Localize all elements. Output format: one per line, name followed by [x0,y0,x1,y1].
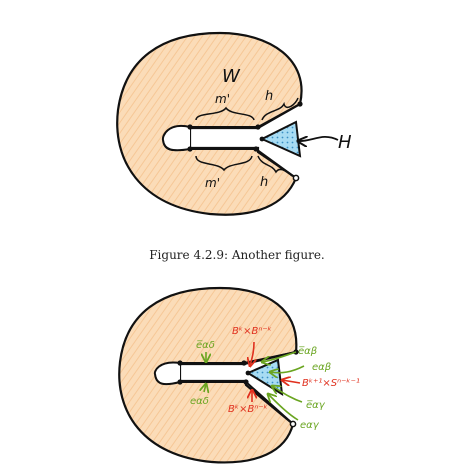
label-eab-top: e̅αβ [298,346,318,357]
bottom-figure: e̅αδ eαδ e̅αβ eαβ e̅αγ eαγ Bᵏ×Bⁿ⁻ᵏ Bᵏ⁺¹×… [118,286,360,464]
top-triangle-H [259,120,302,158]
top-hole-cap [161,124,191,152]
label-m-upper: m' [215,92,230,106]
label-b-mid: Bᵏ⁺¹×Sⁿ⁻ᵏ⁻¹ [302,378,360,389]
top-vertices [187,101,303,152]
label-eay-overline: e̅αγ [306,400,326,411]
green-arrow-eay-overline [272,386,303,403]
bottom-vertices [177,349,299,385]
top-brace-m-upper [195,106,255,121]
green-arrow-eay [268,394,299,421]
green-arrow-eab-top [262,351,297,362]
label-W: W [222,66,241,87]
bottom-hole-cap [153,361,181,386]
label-ead-top: e̅αδ [196,340,215,351]
label-eay: eαγ [300,420,320,431]
top-hole-outline [190,126,258,150]
label-b-bottom: Bᵏ×Bⁿ⁻ᵏ [228,404,268,415]
bottom-open-vertex [289,420,297,428]
bottom-hole-lines [180,362,246,383]
top-brace-h-upper [261,97,299,121]
green-arrow-ead-bottom [204,384,206,392]
red-arrow-b-mid [282,380,301,383]
top-figure: W m' h m' h H [116,31,352,216]
green-arrow-eab [270,365,305,373]
label-eab: eαβ [312,362,332,373]
label-ead-bottom: eαδ [190,396,209,407]
top-brace-m-lower [195,155,253,172]
label-h-lower: h [260,175,268,190]
label-b-top: Bᵏ×Bⁿ⁻ᵏ [232,326,272,337]
label-h-upper: h [265,89,273,104]
label-m-lower: m' [205,176,220,190]
label-H: H [338,132,352,153]
top-H-arrow [298,137,339,141]
top-brace-h-lower [257,155,293,177]
red-arrow-b-top [250,341,254,366]
figure-caption: Figure 4.2.9: Another figure. [149,248,325,262]
top-open-vertex [292,174,300,182]
